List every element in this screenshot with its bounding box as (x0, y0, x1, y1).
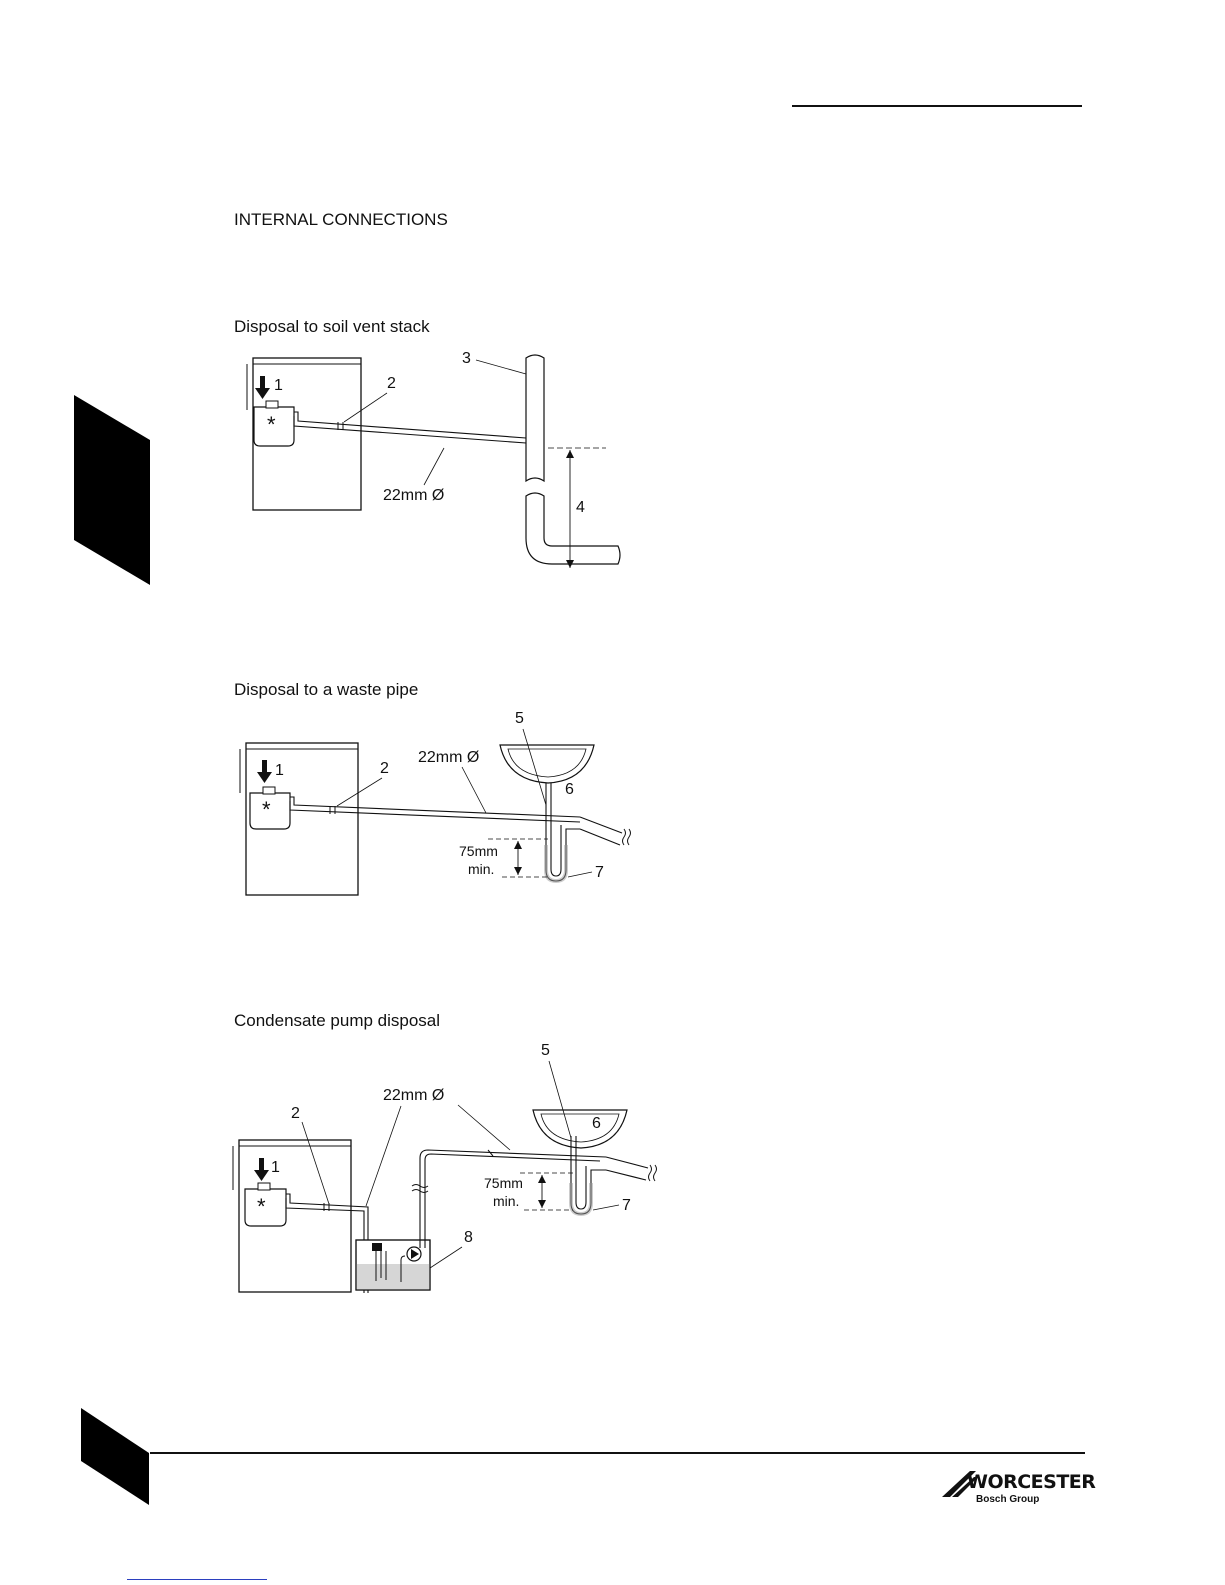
soil-stack-diagram: 1 * 2 3 22mm Ø 4 (230, 340, 650, 585)
brand-tagline: Bosch Group (976, 1494, 1039, 1505)
label-4: 4 (576, 499, 585, 516)
dim-value: 75mm (484, 1175, 523, 1191)
side-tab (70, 390, 155, 590)
brand-name: WORCESTER (967, 1471, 1095, 1493)
label-1: 1 (274, 377, 283, 394)
pipe-size-label: 22mm Ø (383, 487, 444, 504)
label-5: 5 (541, 1042, 550, 1059)
trap-asterisk: * (267, 412, 276, 437)
label-2: 2 (291, 1105, 300, 1122)
main-heading: INTERNAL CONNECTIONS (234, 210, 448, 230)
waste-pipe-diagram: 1 * 2 22mm Ø 6 5 7 75mm min. (230, 705, 640, 900)
footer-tab (78, 1405, 153, 1507)
dim-value: 75mm (459, 843, 498, 859)
label-8: 8 (464, 1229, 473, 1246)
soil-stack-heading: Disposal to soil vent stack (234, 317, 430, 337)
label-6: 6 (592, 1115, 601, 1132)
label-7: 7 (595, 864, 604, 881)
trap-asterisk: * (257, 1194, 266, 1219)
footer-rule (150, 1452, 1085, 1454)
pipe-size-label: 22mm Ø (418, 749, 479, 766)
pump-diagram: 1 * 2 8 22mm Ø 6 5 7 75mm min. (230, 1038, 670, 1298)
label-2: 2 (380, 760, 389, 777)
pipe-size-label: 22mm Ø (383, 1087, 444, 1104)
label-6: 6 (565, 781, 574, 798)
dim-unit: min. (493, 1193, 519, 1209)
label-2: 2 (387, 375, 396, 392)
label-5: 5 (515, 710, 524, 727)
label-1: 1 (275, 762, 284, 779)
trap-asterisk: * (262, 797, 271, 822)
waste-pipe-heading: Disposal to a waste pipe (234, 680, 418, 700)
brand-logo: WORCESTER Bosch Group (940, 1467, 1090, 1507)
label-7: 7 (622, 1197, 631, 1214)
dim-unit: min. (468, 861, 494, 877)
label-3: 3 (462, 350, 471, 367)
footer-link-underline (127, 1579, 267, 1580)
pump-heading: Condensate pump disposal (234, 1011, 440, 1031)
label-1: 1 (271, 1159, 280, 1176)
header-rule (792, 105, 1082, 107)
